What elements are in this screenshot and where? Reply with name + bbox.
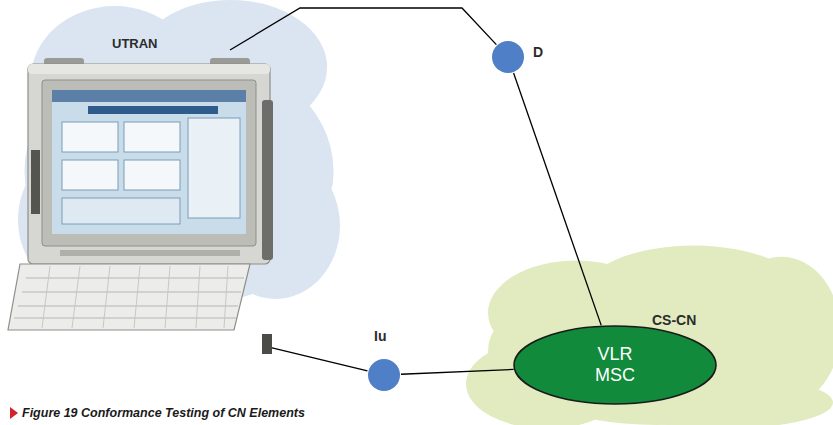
cabinet-foot	[60, 250, 240, 256]
keyboard-body	[8, 264, 250, 330]
screen-bezel	[42, 80, 256, 246]
screen-panel	[62, 122, 118, 152]
side-handle	[262, 100, 273, 260]
screen-panel	[62, 198, 180, 224]
link-line	[269, 347, 367, 371]
keyboard-key-rows	[14, 278, 244, 318]
screen	[52, 90, 246, 234]
keyboard-key-columns	[42, 266, 228, 328]
instrument-keyboard	[8, 264, 272, 354]
interface-point: D	[491, 40, 525, 74]
node-label: MSC	[595, 365, 635, 386]
node-label: UTRAN	[112, 37, 158, 52]
screen-panel	[124, 122, 180, 152]
text-stack: VLRMSC	[513, 325, 717, 405]
drive-slot	[31, 150, 40, 214]
utran-cloud: UTRAN	[18, 0, 340, 305]
figure-caption: Figure 19 Conformance Testing of CN Elem…	[22, 406, 305, 420]
core-network-element: VLRMSC	[513, 325, 717, 405]
cloud-lobe	[134, 0, 327, 134]
interface-point-outline	[367, 358, 401, 392]
node-label: VLR	[597, 344, 632, 365]
caption-marker	[10, 407, 18, 419]
screen-panel	[62, 160, 118, 190]
instrument-cabinet	[28, 58, 273, 264]
screen-title-bar	[52, 90, 246, 102]
cabinet-top	[28, 64, 270, 74]
screen-panel	[188, 118, 240, 218]
utran-cloud-outline	[18, 0, 340, 305]
interface-dot	[368, 359, 400, 391]
element-ellipse	[514, 326, 716, 404]
node-label: CS-CN	[652, 312, 696, 328]
screen-panel	[124, 160, 180, 190]
interface-connector	[262, 334, 272, 354]
cabinet-body	[28, 64, 270, 264]
interface-point: Iu	[367, 358, 401, 392]
interface-point-outline	[491, 40, 525, 74]
node-label: Iu	[374, 328, 386, 344]
cloud-lobe	[18, 146, 147, 292]
cs-cn-cloud: CS-CNVLRMSC	[466, 238, 833, 425]
screen-toolbar	[88, 106, 218, 114]
interface-dot	[492, 41, 524, 73]
node-label: D	[533, 44, 543, 60]
cloud-lobe	[70, 220, 289, 305]
